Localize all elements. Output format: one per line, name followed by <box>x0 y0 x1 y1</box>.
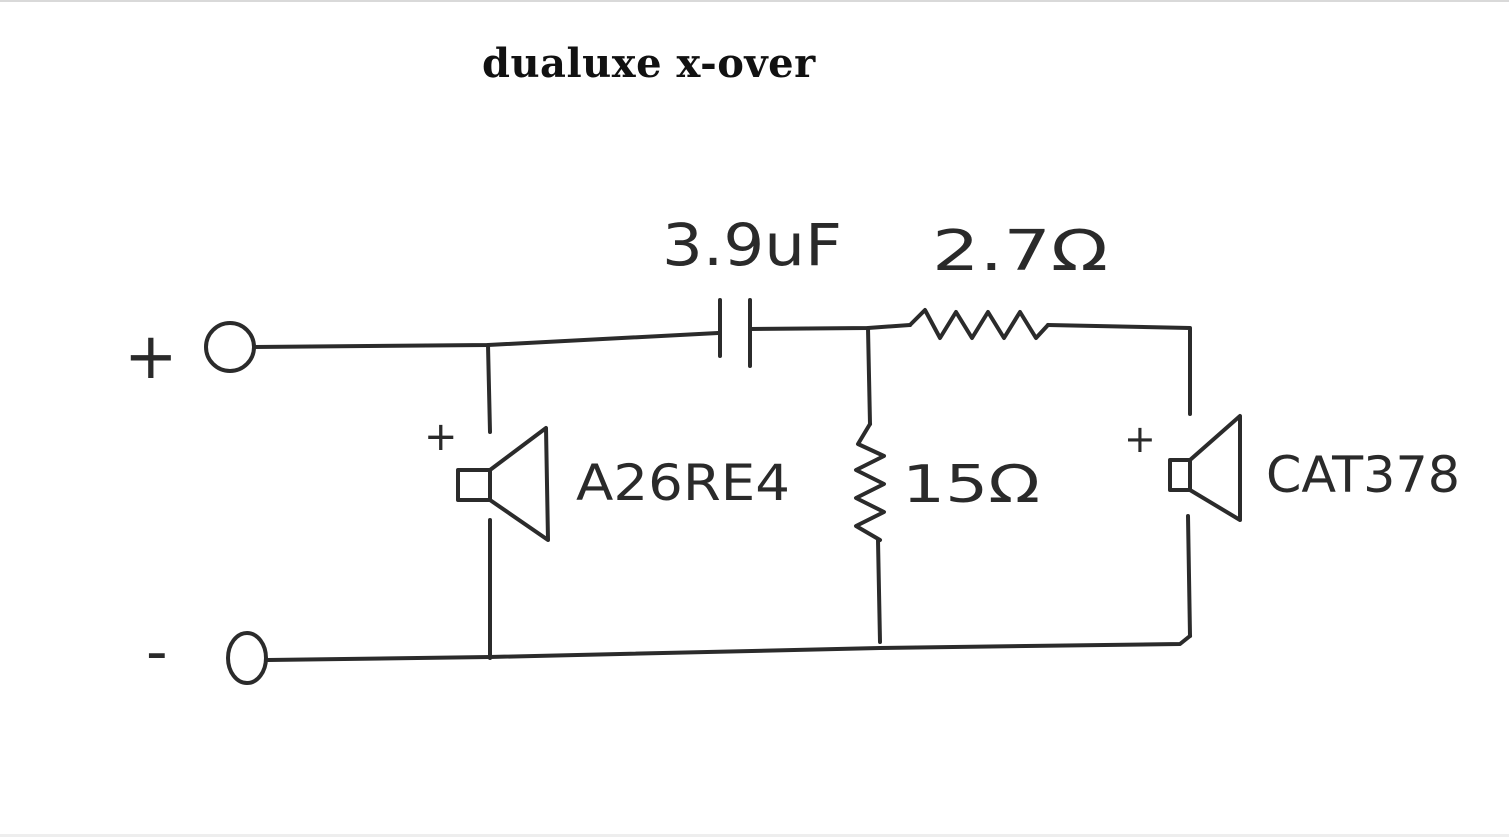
woofer-polarity: + <box>424 414 458 460</box>
negative-terminal <box>226 631 268 685</box>
shunt-resistor-value: 15Ω <box>902 455 1040 515</box>
top-rail-wire <box>252 331 720 349</box>
negative-terminal-label: - <box>146 617 168 687</box>
diagram-title: dualuxe x-over <box>482 40 816 87</box>
tweeter-negative-lead <box>1186 514 1192 638</box>
positive-terminal <box>204 321 256 373</box>
tweeter-polarity: + <box>1124 417 1156 461</box>
positive-terminal-label: + <box>124 320 178 394</box>
top-border <box>0 0 1509 2</box>
bottom-rail-wire <box>266 634 1192 662</box>
woofer-model-label: A26RE4 <box>576 454 790 512</box>
woofer-speaker-symbol <box>456 426 550 542</box>
tweeter-model-label: CAT378 <box>1266 446 1460 504</box>
top-rail-mid-wire <box>748 323 912 331</box>
shunt-resistor-upper-lead <box>866 326 872 426</box>
woofer-positive-lead <box>486 343 492 434</box>
bottom-border <box>0 834 1509 837</box>
tweeter-speaker-symbol <box>1168 414 1242 522</box>
capacitor-symbol <box>718 298 752 368</box>
capacitor-value: 3.9uF <box>662 211 842 279</box>
series-resistor-symbol <box>908 308 1050 340</box>
top-rail-right-wire <box>1046 323 1192 416</box>
shunt-resistor-symbol <box>854 422 886 542</box>
series-resistor-value: 2.7Ω <box>932 219 1108 284</box>
shunt-resistor-lower-lead <box>876 538 882 644</box>
